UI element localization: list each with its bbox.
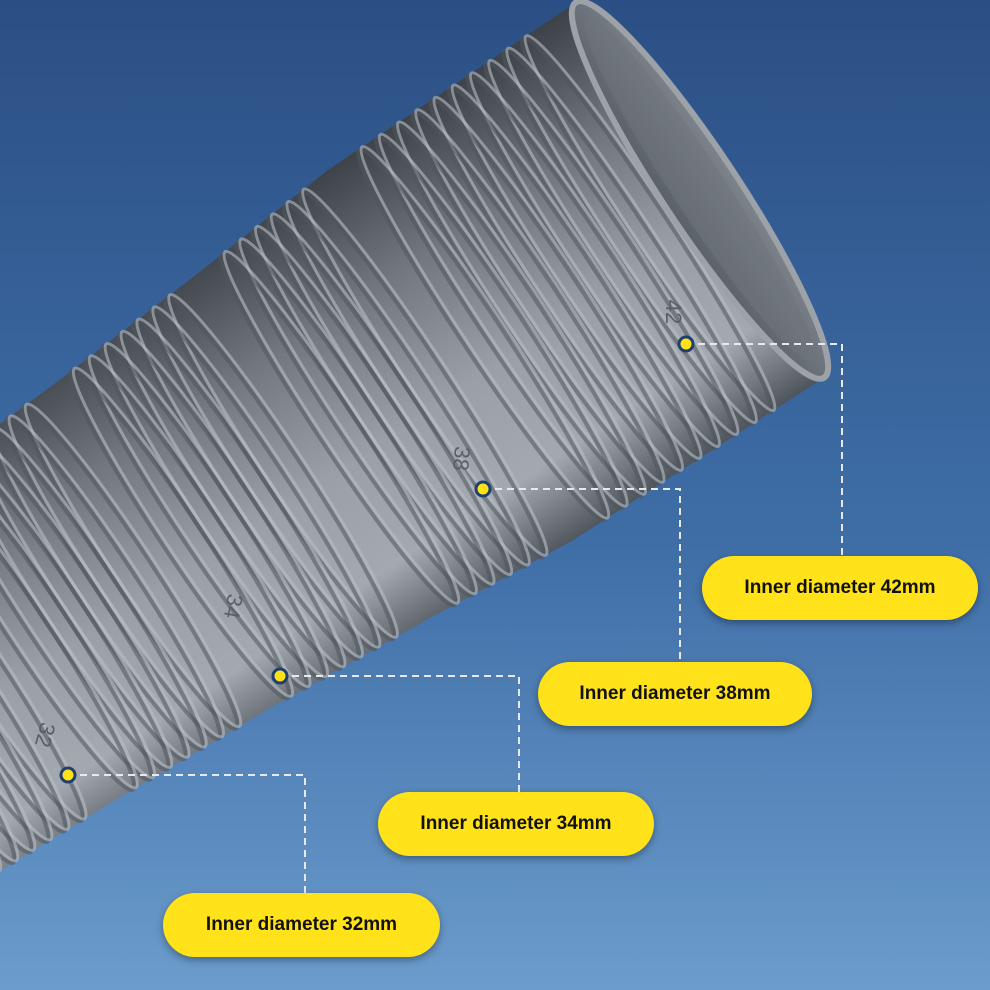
hose-ridge-shadow [83,355,309,691]
hose-ridge [450,83,703,460]
hose-ridge [359,145,611,520]
marker-dot-34 [271,667,289,685]
hose-ridge [0,461,157,780]
hose-ridge [432,95,685,472]
leader-line-34 [280,675,520,792]
hose-ridges [0,34,777,873]
hose-ridge-shadow [67,368,292,701]
hose-ridge [0,473,139,790]
hose-ridge [0,532,54,842]
hose-ridge-shadow [0,510,85,824]
marker-dot-38 [474,480,492,498]
hose-ridge [0,508,88,821]
hose-ridge [414,108,666,484]
hose-ridge [222,249,461,605]
marker-dot-32 [59,766,77,784]
hose-ridge [71,366,295,698]
hose-ridge-shadow [373,134,626,511]
label-inner-diameter-34: Inner diameter 34mm [378,792,654,856]
label-inner-diameter-42: Inner diameter 42mm [702,556,978,620]
hose-ridge-shadow [0,533,51,845]
hose-marking-34: 34 [219,592,248,620]
hose-ridge [87,354,312,689]
hose-marking-42: 42 [661,300,686,324]
hose-ridge [487,58,740,436]
hose-ridge [0,520,71,831]
hose-ridge-shadow [218,251,458,608]
hose-ridge-shadow [0,557,17,866]
hose-ridge-shadow [0,463,154,782]
hose-ridge [238,237,479,596]
marker-dot-42 [677,335,695,353]
hose-ridge-shadow [355,146,608,523]
hose-ridge [0,543,37,852]
leader-line-38 [483,488,681,662]
label-inner-diameter-32: Inner diameter 32mm [163,893,440,957]
leader-line-32 [68,774,306,893]
hose-ridge [505,46,758,425]
label-inner-diameter-38: Inner diameter 38mm [538,662,812,726]
hose-marking-38: 38 [448,445,475,472]
hose-ridge-shadow [0,522,68,834]
hose-ridge [395,120,648,496]
leader-line-42 [686,343,843,556]
hose-ridge-shadow [0,545,34,855]
corrugated-hose [0,0,832,918]
hose-ridge [0,555,20,863]
